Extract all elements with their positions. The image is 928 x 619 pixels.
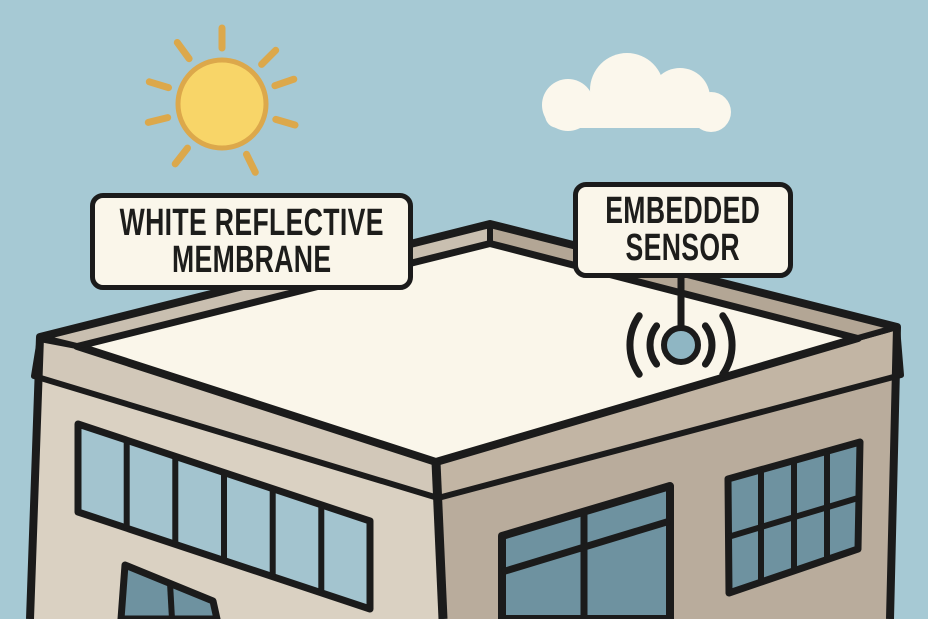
sensor-callout-text: EMBEDDED SENSOR [605,190,761,269]
sensor-label-line1: EMBEDDED [605,190,761,232]
grid-window [724,438,864,597]
cloud-icon [542,53,731,132]
building-outline [26,220,901,619]
sensor-label-line2: SENSOR [625,227,741,269]
wireless-sensor-icon [626,274,736,378]
sun-icon [144,24,299,176]
signal-waves-icon [626,312,736,378]
sensor-callout-label: EMBEDDED SENSOR [573,182,793,278]
membrane-callout-label: WHITE REFLECTIVE MEMBRANE [90,193,413,290]
membrane-callout-text: WHITE REFLECTIVE MEMBRANE [119,201,384,281]
sensor-dot [661,325,701,365]
sun-disc [175,57,269,151]
corner-edge [431,461,448,619]
sun-rays [144,24,299,176]
membrane-label-line2: MEMBRANE [171,238,332,281]
large-window [498,482,674,619]
lower-left-window [117,561,221,619]
membrane-label-line1: WHITE REFLECTIVE [119,201,384,244]
building [26,220,904,619]
ribbon-window [74,420,374,613]
